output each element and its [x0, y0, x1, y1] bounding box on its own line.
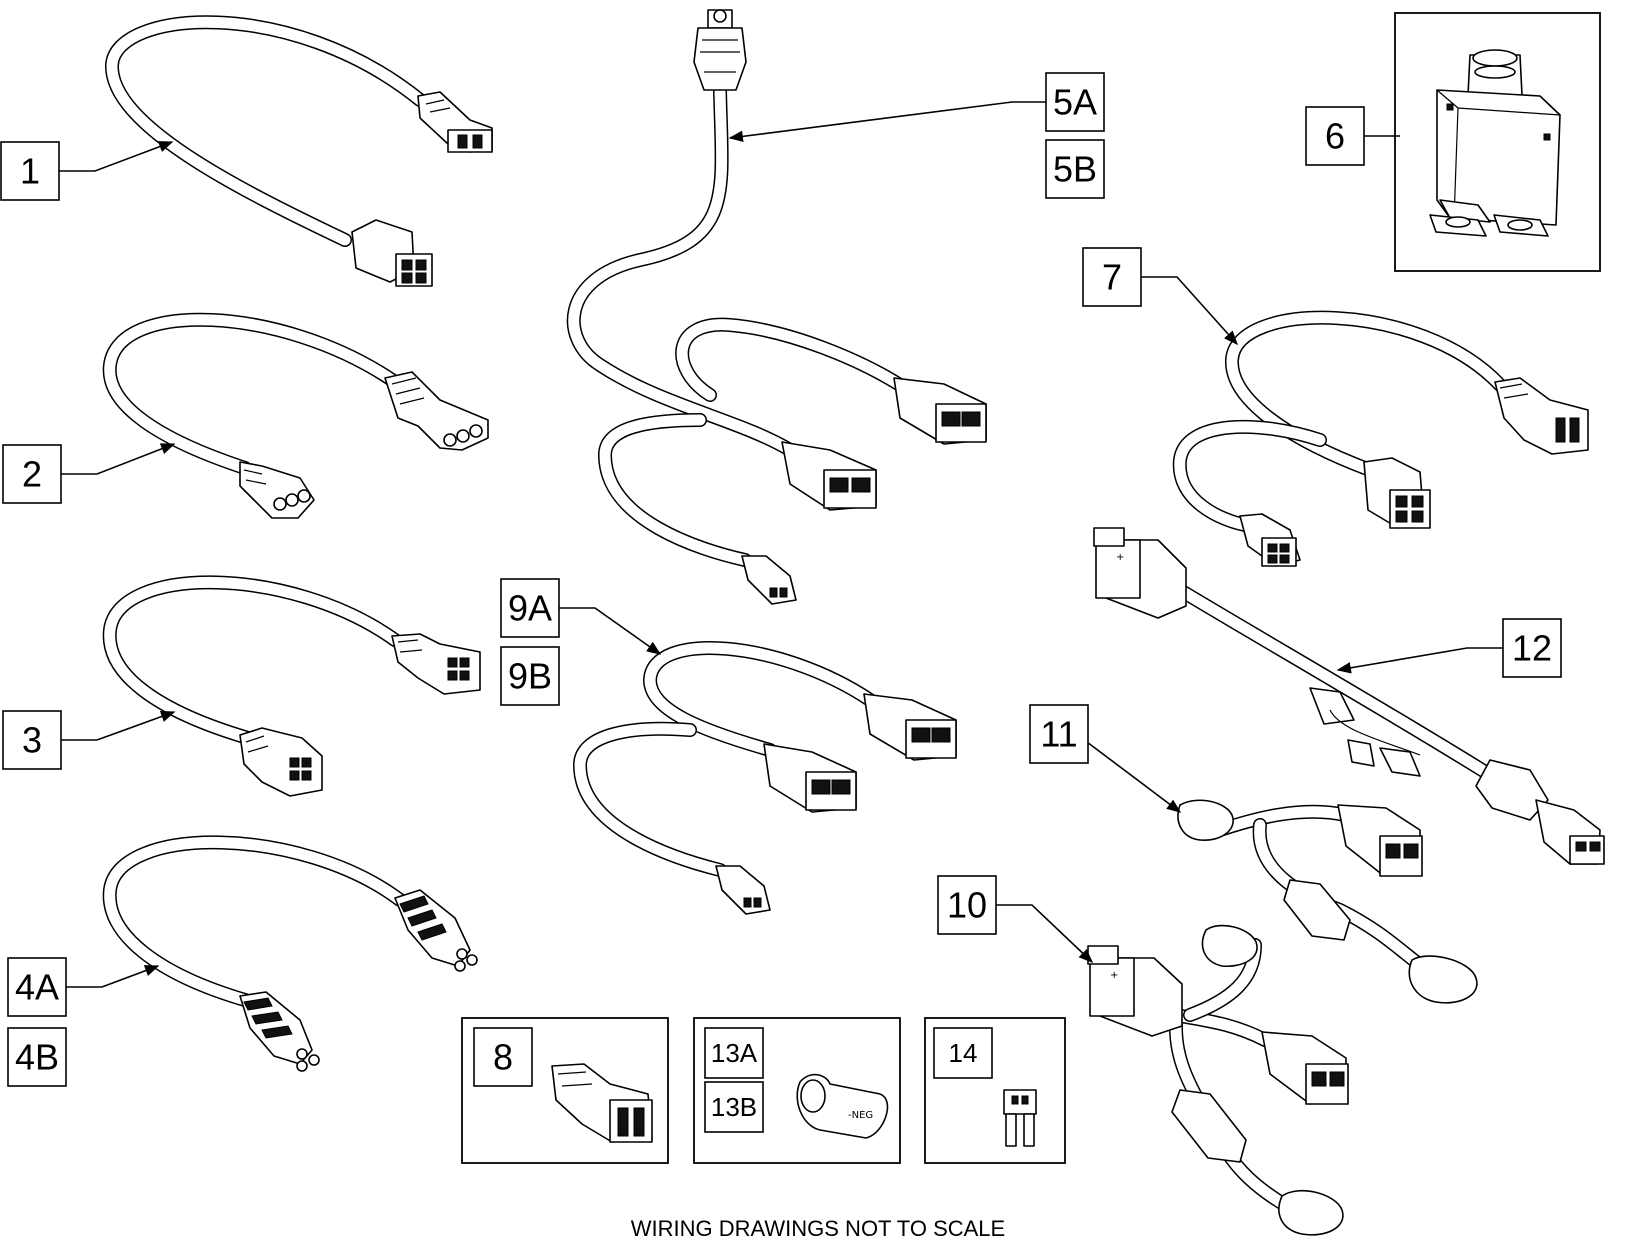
callout-12-label: 12	[1512, 628, 1552, 669]
circuit-breaker-drawing	[1429, 49, 1561, 237]
part-13-frame	[693, 1017, 901, 1164]
ring-terminal-13-drawing: -NEG	[796, 1073, 889, 1139]
harness-9-anderson-mid	[763, 743, 857, 813]
harness-7	[1172, 310, 1589, 567]
callout-4a: 4A	[7, 957, 67, 1017]
part-8-frame	[461, 1017, 669, 1164]
harness-12-ferrite	[1475, 759, 1549, 821]
harness-4-connector-top	[394, 889, 478, 972]
harness-10-inline-fuse	[1171, 1089, 1247, 1163]
callout-8-label: 8	[493, 1037, 513, 1078]
harness-10-ring-terminal-top	[1201, 924, 1258, 967]
harness-9-anderson-right	[863, 693, 957, 761]
part-8-inset	[461, 1017, 669, 1164]
harness-11-inline-fuse	[1283, 879, 1351, 941]
harness-3	[102, 575, 481, 797]
harness-5-top-plug	[693, 9, 747, 91]
harness-1-connector-top	[417, 91, 493, 153]
harness-2-connector-top	[384, 371, 489, 451]
footer-note: WIRING DRAWINGS NOT TO SCALE	[631, 1216, 1005, 1241]
part-14-frame	[924, 1017, 1066, 1164]
harness-11-ring-terminal-top	[1177, 799, 1234, 841]
callout-4b-label: 4B	[15, 1037, 59, 1078]
harness-12-fuse-holder	[1309, 687, 1421, 777]
harness-4	[102, 835, 478, 1072]
part-6-frame	[1394, 12, 1601, 272]
callout-6: 6	[1305, 106, 1365, 166]
harness-12: +	[1093, 527, 1605, 865]
callout-12: 12	[1502, 618, 1562, 678]
harness-2	[102, 312, 489, 519]
callout-9b: 9B	[500, 646, 560, 706]
callout-2-label: 2	[22, 454, 42, 495]
harness-9	[573, 641, 957, 915]
harness-1	[104, 15, 493, 287]
callout-7-label: 7	[1102, 257, 1122, 298]
harness-12-big-connector: +	[1093, 527, 1187, 619]
harness-9-small-connector	[715, 865, 771, 915]
callout-1-label: 1	[20, 151, 40, 192]
harness-1-connector-bottom	[351, 219, 433, 287]
harness-4-connector-bottom	[239, 991, 320, 1072]
callout-14-label: 14	[949, 1038, 978, 1068]
svg-text:+: +	[1110, 970, 1118, 981]
callout-1: 1	[0, 141, 60, 201]
harness-12-end-connector	[1535, 799, 1605, 865]
part-13-inset: -NEG	[693, 1017, 901, 1164]
harness-10: +	[1087, 924, 1349, 1236]
harness-5	[566, 9, 987, 605]
harness-7-connector-small	[1239, 513, 1301, 567]
part-6-inset	[1394, 12, 1601, 272]
harness-2-connector-bottom	[239, 461, 315, 519]
callout-13b-label: 13B	[711, 1092, 757, 1122]
callout-11: 11	[1029, 704, 1089, 764]
callout-10-label: 10	[947, 885, 987, 926]
callout-2: 2	[2, 444, 62, 504]
harness-7-connector-mid	[1363, 457, 1431, 529]
callout-13a: 13A	[704, 1027, 764, 1079]
harness-11-anderson	[1337, 804, 1423, 877]
callout-4a-label: 4A	[15, 967, 59, 1008]
callout-10: 10	[937, 875, 997, 935]
callout-5a-label: 5A	[1053, 82, 1097, 123]
callout-8: 8	[473, 1027, 533, 1087]
harness-11-ring-terminal-bottom	[1408, 955, 1478, 1004]
callout-9a-label: 9A	[508, 588, 552, 629]
harness-3-connector-bottom	[239, 727, 323, 797]
part-14-inset	[924, 1017, 1066, 1164]
callout-5b-label: 5B	[1053, 149, 1097, 190]
callout-3-label: 3	[22, 720, 42, 761]
harness-10-big-connector: +	[1087, 945, 1183, 1037]
callout-4b: 4B	[7, 1027, 67, 1087]
callout-6-label: 6	[1325, 116, 1345, 157]
callout-3: 3	[2, 710, 62, 770]
callout-5b: 5B	[1045, 139, 1105, 199]
harness-3-connector-top	[391, 633, 481, 695]
callout-5a: 5A	[1045, 72, 1105, 132]
harness-5-anderson-right	[893, 377, 987, 445]
harness-5-anderson-mid	[781, 441, 877, 511]
callout-9b-label: 9B	[508, 656, 552, 697]
harness-7-connector-top	[1494, 377, 1589, 455]
callout-9a: 9A	[500, 578, 560, 638]
callout-7: 7	[1082, 247, 1142, 307]
connector-8-drawing	[551, 1063, 653, 1143]
harness-10-anderson	[1261, 1031, 1349, 1105]
callout-13b: 13B	[704, 1081, 764, 1133]
callout-14: 14	[933, 1027, 993, 1079]
harness-10-ring-terminal-bottom	[1278, 1189, 1344, 1236]
callout-13a-label: 13A	[711, 1038, 758, 1068]
svg-text:+: +	[1116, 552, 1124, 563]
blade-fuse-14-drawing	[1003, 1089, 1037, 1147]
harness-5-small-connector	[741, 555, 797, 605]
harness-11	[1177, 799, 1478, 1004]
svg-text:-NEG: -NEG	[848, 1110, 873, 1121]
callout-11-label: 11	[1040, 714, 1077, 755]
